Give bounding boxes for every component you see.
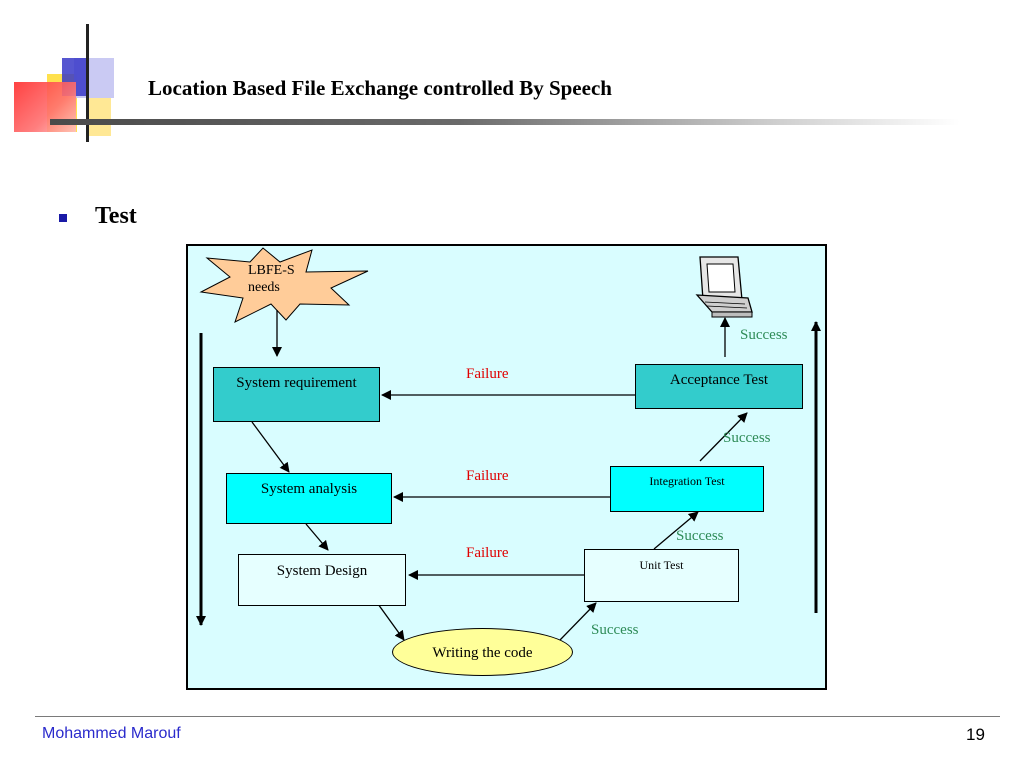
system-requirement-label: System requirement xyxy=(236,375,357,391)
arrow-unit-to-integration xyxy=(653,511,699,550)
system-design-label: System Design xyxy=(276,563,368,579)
success-label-integration: Success xyxy=(723,430,771,446)
acceptance-test-label: Acceptance Test xyxy=(669,372,769,388)
footer-divider xyxy=(35,716,1000,717)
arrow-analysis-to-design xyxy=(305,523,329,551)
unit-test-label: Unit Test xyxy=(639,558,684,572)
success-label-acceptance: Success xyxy=(740,327,788,343)
success-label-unit: Success xyxy=(676,528,724,544)
failure-label-acceptance: Failure xyxy=(466,366,509,382)
page-number: 19 xyxy=(966,725,985,744)
arrow-integration-to-acceptance xyxy=(699,412,748,462)
system-analysis-box: System analysis xyxy=(226,473,392,524)
arrow-code-to-unit xyxy=(559,602,597,641)
start-burst-label: LBFE-S needs xyxy=(248,263,295,295)
arrow-requirement-to-analysis xyxy=(251,421,290,473)
computer-icon xyxy=(695,256,753,318)
slide-title: Location Based File Exchange controlled … xyxy=(148,76,612,100)
unit-test-box: Unit Test xyxy=(584,549,739,602)
integration-test-label: Integration Test xyxy=(649,474,725,488)
title-divider xyxy=(50,119,960,125)
system-design-box: System Design xyxy=(238,554,406,606)
bullet-text: Test xyxy=(95,203,137,229)
writing-code-oval: Writing the code xyxy=(392,628,573,676)
acceptance-test-box: Acceptance Test xyxy=(635,364,803,409)
system-requirement-box: System requirement xyxy=(213,367,380,422)
start-burst-shape xyxy=(199,247,369,323)
success-label-code: Success xyxy=(591,622,639,638)
failure-label-unit: Failure xyxy=(466,545,509,561)
system-analysis-label: System analysis xyxy=(260,481,358,497)
integration-test-box: Integration Test xyxy=(610,466,764,512)
logo-decoration xyxy=(14,24,124,144)
footer-author: Mohammed Marouf xyxy=(42,725,181,742)
arrow-design-to-code xyxy=(377,603,405,641)
failure-label-integration: Failure xyxy=(466,468,509,484)
writing-code-label: Writing the code xyxy=(432,645,533,661)
bullet-icon xyxy=(59,214,67,222)
